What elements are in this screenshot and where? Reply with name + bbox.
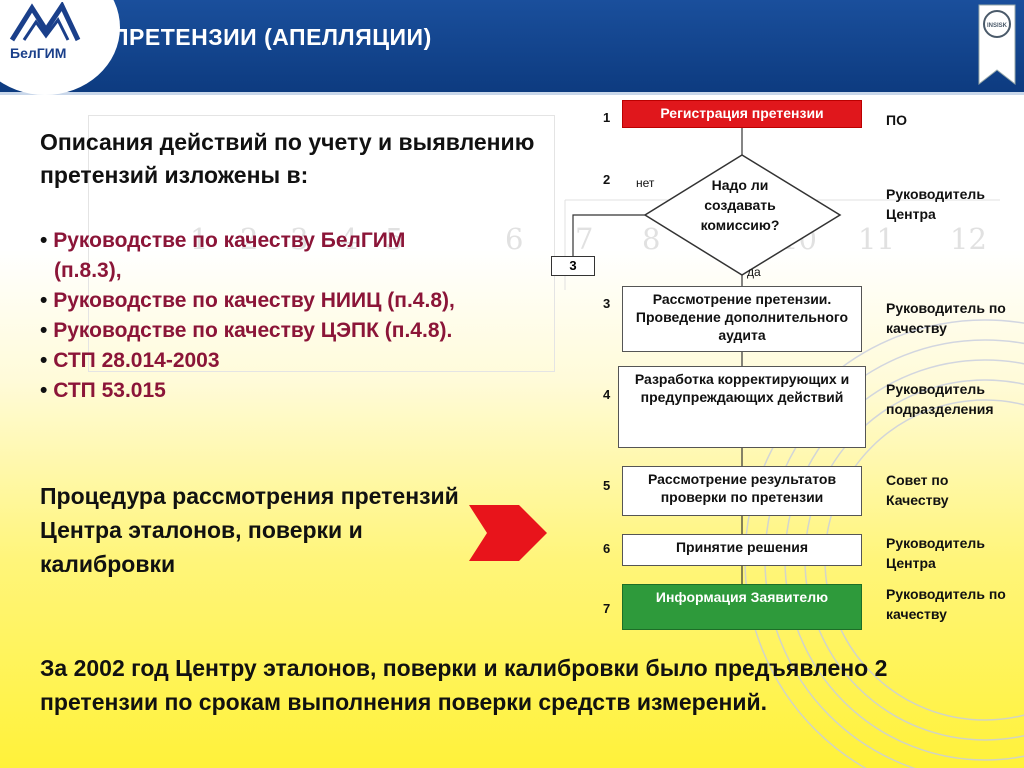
page-title: ПРЕТЕНЗИИ (АПЕЛЛЯЦИИ) bbox=[112, 24, 432, 50]
reference-item: • Руководстве по качеству НИИЦ (п.4.8), bbox=[40, 289, 455, 312]
background-frame bbox=[88, 115, 555, 372]
responsible-step-3: Руководитель по качеству bbox=[886, 300, 1006, 336]
step-registration: Регистрация претензии bbox=[622, 100, 862, 128]
jump-to-step-3: 3 bbox=[551, 256, 595, 276]
bg-number: 11 bbox=[858, 222, 895, 256]
bg-number: 6 bbox=[505, 222, 524, 256]
step-results-review: Рассмотрение результатов проверки по пре… bbox=[622, 466, 862, 516]
responsible-step-6: Руководитель Центра bbox=[886, 535, 985, 571]
decision-question: Надо ли создавать комиссию? bbox=[700, 177, 780, 233]
header-bar: БелГИМ ПРЕТЕНЗИИ (АПЕЛЛЯЦИИ) INSISK bbox=[0, 0, 1024, 95]
responsible-step-2: Руководитель Центра bbox=[886, 186, 985, 222]
responsible-step-5: Совет по Качеству bbox=[886, 472, 949, 508]
belgim-logo-icon: БелГИМ bbox=[9, 2, 81, 61]
svg-text:INSISK: INSISK bbox=[987, 23, 1008, 29]
responsible-step-1: ПО bbox=[886, 112, 907, 128]
insisk-badge-icon: INSISK bbox=[978, 4, 1016, 86]
svg-text:БелГИМ: БелГИМ bbox=[10, 45, 66, 61]
step-number: 1 bbox=[603, 110, 611, 125]
reference-item: • Руководстве по качеству БелГИМ bbox=[40, 229, 406, 252]
reference-item: • СТП 28.014-2003 bbox=[40, 349, 220, 372]
step-corrective-actions: Разработка корректирующих и предупреждаю… bbox=[618, 366, 866, 448]
reference-item: (п.8.3), bbox=[54, 259, 122, 282]
step-number: 5 bbox=[603, 478, 611, 493]
step-number: 4 bbox=[603, 387, 611, 402]
decision-diamond bbox=[643, 154, 842, 276]
bg-number: 12 bbox=[950, 222, 987, 256]
description-heading: Описания действий по учету и выявлению п… bbox=[40, 129, 535, 188]
references-list: • Руководстве по качеству БелГИМ (п.8.3)… bbox=[40, 226, 455, 406]
responsible-step-7: Руководитель по качеству bbox=[886, 586, 1006, 622]
step-number: 2 bbox=[603, 172, 611, 187]
step-number: 6 bbox=[603, 541, 611, 556]
reference-item: • СТП 53.015 bbox=[40, 379, 166, 402]
bg-number: 3 bbox=[290, 222, 309, 256]
step-inform-applicant: Информация Заявителю bbox=[622, 584, 862, 630]
reference-item: • Руководстве по качеству ЦЭПК (п.4.8). bbox=[40, 319, 453, 342]
bg-number: 1 bbox=[190, 222, 209, 256]
step-number: 7 bbox=[603, 601, 611, 616]
step-review: Рассмотрение претензии. Проведение допол… bbox=[622, 286, 862, 352]
procedure-heading: Процедура рассмотрения претензий Центра … bbox=[40, 483, 459, 577]
bottom-note: За 2002 год Центру эталонов, поверки и к… bbox=[40, 655, 888, 715]
responsible-step-4: Руководитель подразделения bbox=[886, 381, 994, 417]
bg-number: 8 bbox=[642, 222, 661, 256]
bg-number: 7 bbox=[575, 222, 594, 256]
no-label: нет bbox=[636, 176, 655, 190]
yes-label: да bbox=[747, 265, 761, 279]
step-number: 3 bbox=[603, 296, 611, 311]
bg-number: 4 bbox=[340, 222, 359, 256]
bg-number: 5 bbox=[385, 222, 404, 256]
red-arrow-icon bbox=[469, 505, 547, 561]
step-decision: Принятие решения bbox=[622, 534, 862, 566]
bg-number: 2 bbox=[240, 222, 259, 256]
